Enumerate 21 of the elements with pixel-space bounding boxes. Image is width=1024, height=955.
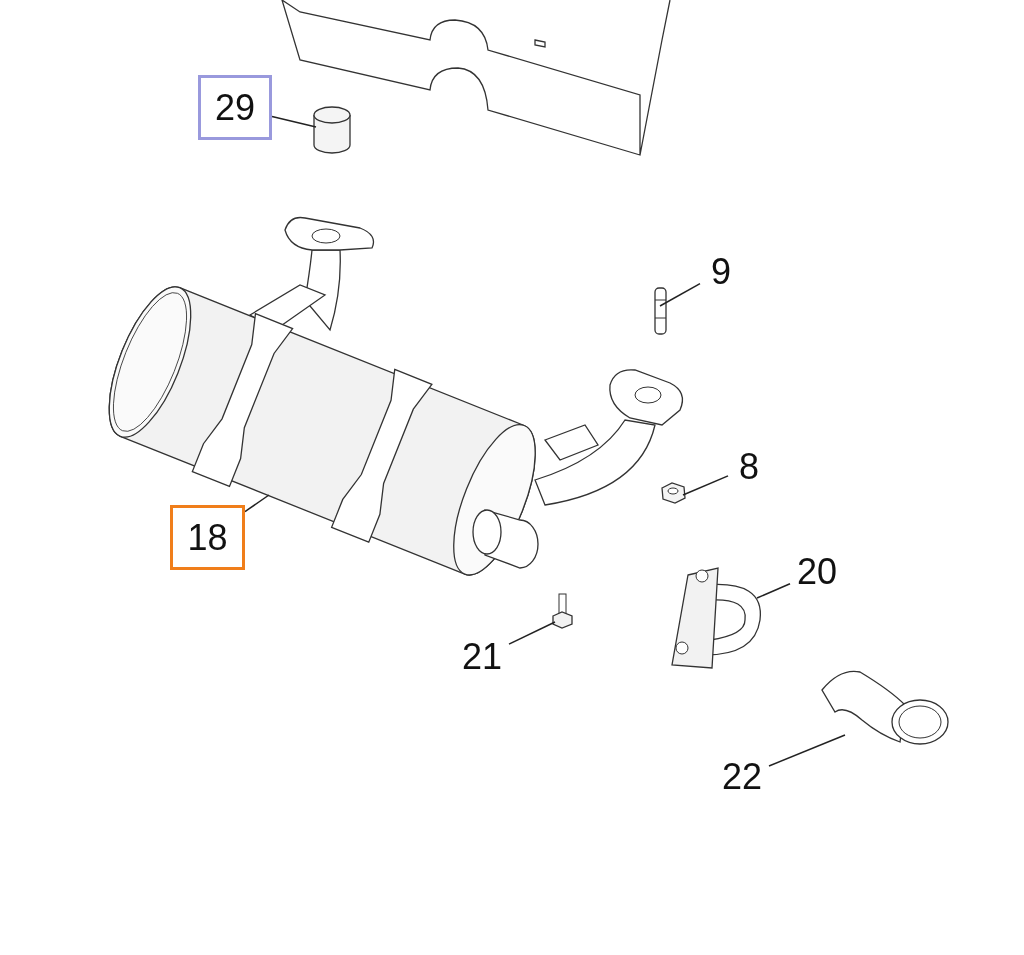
callout-number: 29 [198, 75, 272, 140]
callout-number: 8 [728, 445, 770, 489]
clamp-drawing [671, 567, 762, 669]
sleeve-drawing [313, 106, 351, 154]
leader-line [659, 282, 701, 307]
bolt-drawing [552, 593, 573, 629]
leader-line [508, 621, 556, 645]
elbow-pipe-drawing [821, 670, 949, 745]
callout-number: 9 [700, 250, 742, 294]
stud-drawing [654, 287, 667, 335]
callout-number: 21 [455, 635, 509, 679]
callout-number: 20 [790, 550, 844, 594]
leader-line [768, 734, 846, 767]
leader-line [682, 475, 729, 496]
leader-line [244, 494, 270, 513]
callout-number: 18 [170, 505, 245, 570]
leader-line [271, 115, 317, 128]
nut-drawing [661, 482, 686, 504]
callout-number: 22 [715, 755, 769, 799]
leader-line [756, 582, 791, 599]
muffler-drawing [108, 216, 684, 576]
